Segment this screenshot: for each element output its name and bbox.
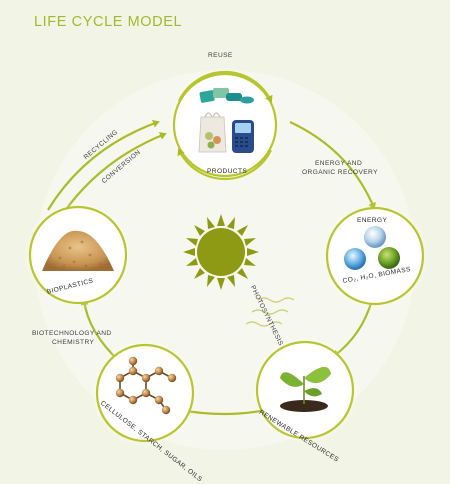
products-node bbox=[167, 67, 283, 183]
reuse-label: REUSE bbox=[208, 52, 233, 59]
energy-recovery-label-line1: ENERGY AND bbox=[315, 160, 363, 167]
photosynthesis-waves bbox=[245, 297, 295, 327]
sky-sphere-icon bbox=[364, 226, 386, 248]
granules-pile-icon bbox=[42, 230, 114, 271]
energy-recovery-arrow bbox=[289, 121, 376, 210]
phone-icon bbox=[232, 120, 254, 153]
seedling-icon bbox=[280, 366, 331, 412]
molecule-icon bbox=[115, 356, 177, 415]
energy-title-label: ENERGY bbox=[357, 217, 388, 224]
biotech-label-line2: CHEMISTRY bbox=[52, 339, 95, 346]
renewable-node bbox=[251, 336, 359, 444]
sun-icon bbox=[183, 214, 259, 290]
cellulose-node bbox=[91, 339, 199, 447]
water-sphere-icon bbox=[344, 248, 366, 270]
products-label: PRODUCTS bbox=[207, 168, 248, 175]
recycling-arrow bbox=[47, 119, 160, 211]
containers-icon bbox=[199, 88, 254, 104]
energy-recovery-label-line2: ORGANIC RECOVERY bbox=[302, 169, 378, 176]
page-title: LIFE CYCLE MODEL bbox=[34, 14, 183, 30]
bioplastics-node bbox=[24, 201, 132, 309]
grass-sphere-icon bbox=[378, 247, 400, 269]
biotech-label-line1: BIOTECHNOLOGY AND bbox=[32, 330, 112, 337]
energy-node bbox=[321, 202, 429, 310]
shopping-bag-icon bbox=[198, 112, 227, 153]
